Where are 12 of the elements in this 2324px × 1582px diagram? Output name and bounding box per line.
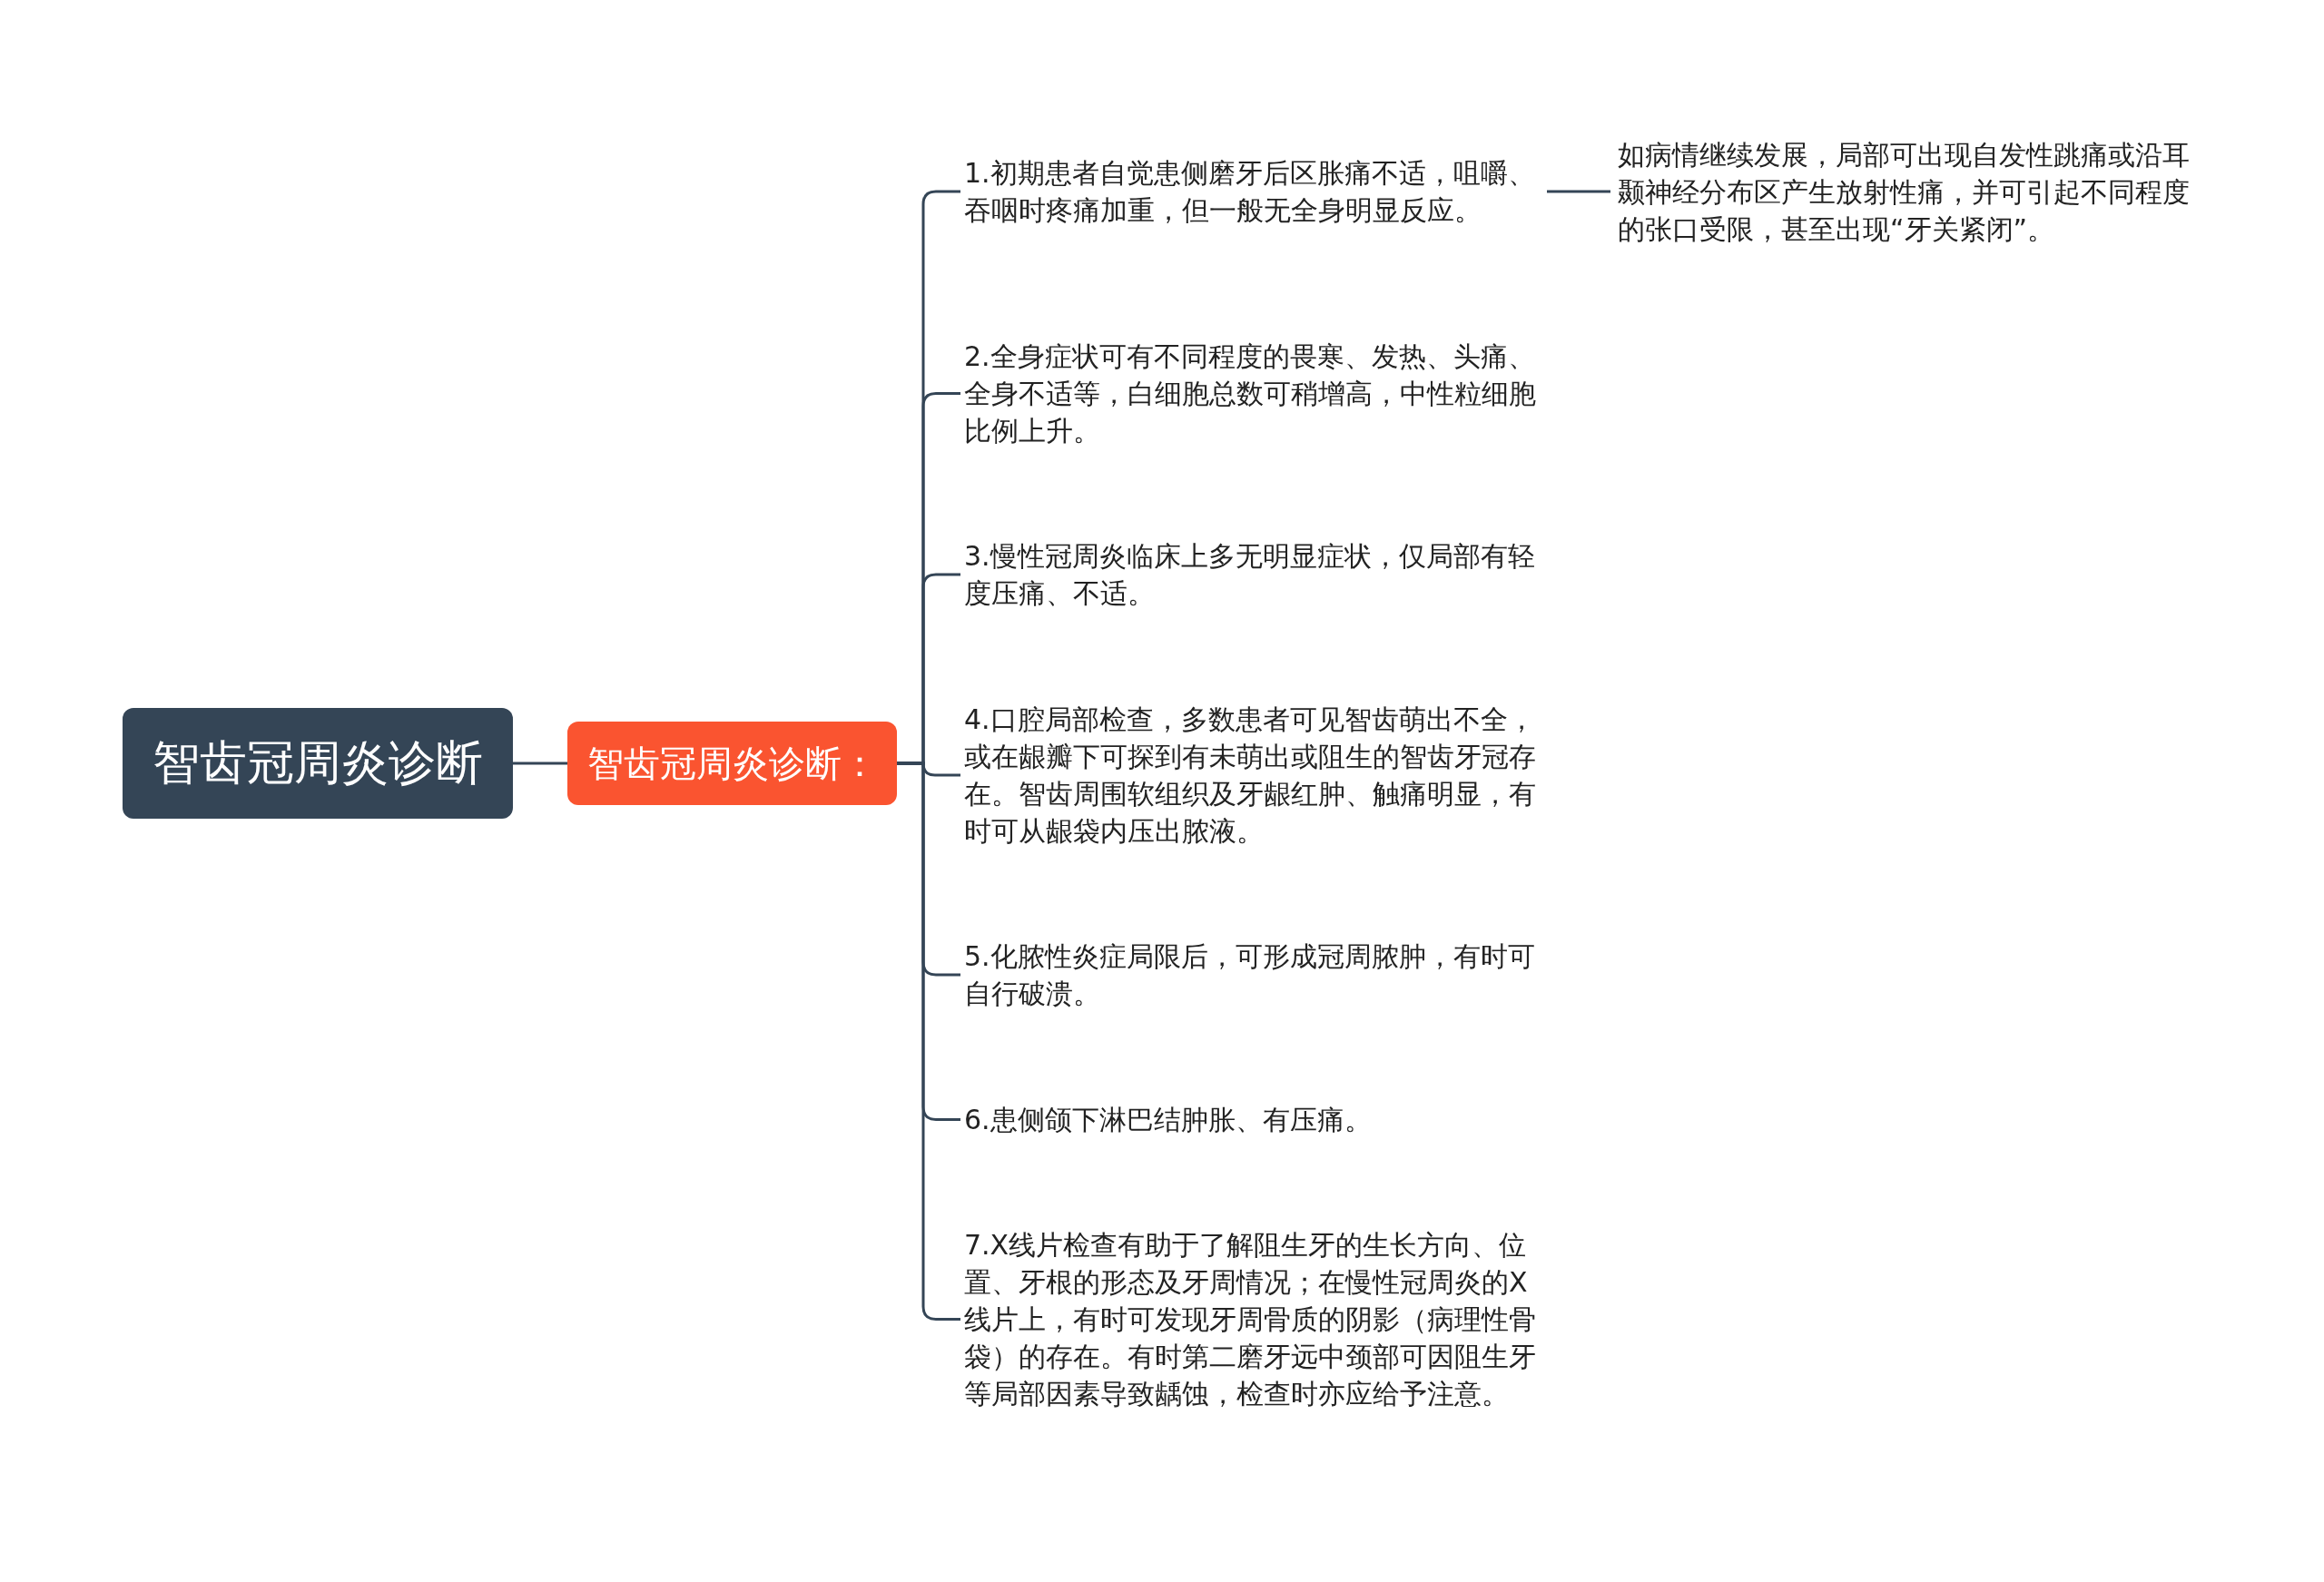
leaf-text: 3.慢性冠周炎临床上多无明显症状，仅局部有轻度压痛、不适。: [960, 537, 1551, 612]
branch-topic-box: 智齿冠周炎诊断：: [567, 722, 897, 805]
leaf-text: 6.患侧颌下淋巴结肿胀、有压痛。: [960, 1101, 1551, 1138]
leaf-text: 1.初期患者自觉患侧磨牙后区胀痛不适，咀嚼、吞咽时疼痛加重，但一般无全身明显反应。: [960, 154, 1551, 229]
leaf-text: 5.化脓性炎症局限后，可形成冠周脓肿，有时可自行破溃。: [960, 938, 1551, 1012]
root-topic-box: 智齿冠周炎诊断: [123, 708, 513, 819]
leaf-text: 2.全身症状可有不同程度的畏寒、发热、头痛、全身不适等，白细胞总数可稍增高，中性粒细胞比例上升。: [960, 338, 1551, 449]
leaf-text: 4.口腔局部检查，多数患者可见智齿萌出不全，或在龈瓣下可探到有未萌出或阻生的智齿牙冠存在。智齿周围软组织及牙龈红肿、触痛明显，有时可从龈袋内压出脓液。: [960, 701, 1551, 850]
connector-line: [513, 762, 567, 765]
connector-line: [1547, 190, 1610, 193]
leaf-text: 如病情继续发展，局部可出现自发性跳痛或沿耳颞神经分布区产生放射性痛，并可引起不同程度的张口受限，甚至出现“牙关紧闭”。: [1614, 136, 2204, 248]
leaf-text: 7.X线片检查有助于了解阻生牙的生长方向、位置、牙根的形态及牙周情况；在慢性冠周炎的X线片上，有时可发现牙周骨质的阴影（病理性骨袋）的存在。有时第二磨牙远中颈部可因阻生牙等局部因素导致龋蚀，检查时亦应给予注意。: [960, 1226, 1551, 1412]
